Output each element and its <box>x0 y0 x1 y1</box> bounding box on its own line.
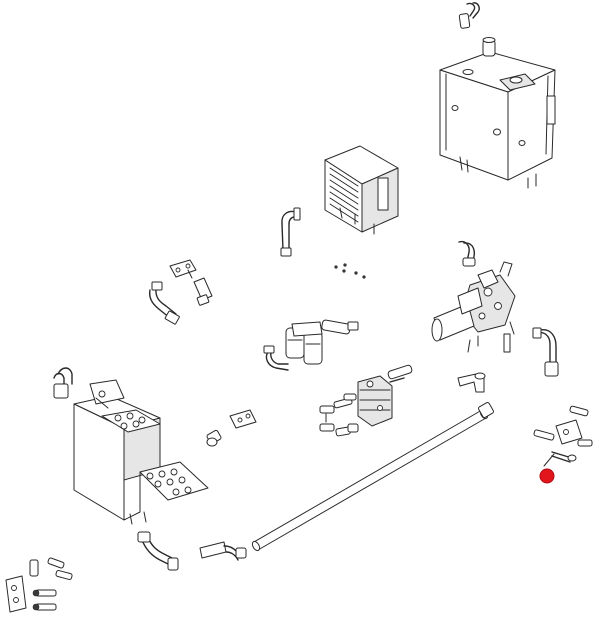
hose-bottom-center-icon[interactable] <box>199 541 247 561</box>
elbow-hose-cooler-icon[interactable] <box>280 207 301 257</box>
fuel-tank-with-steps-icon[interactable] <box>73 379 209 525</box>
fitting-block-center-icon[interactable] <box>206 409 257 447</box>
hose-left-tank-icon[interactable] <box>53 367 73 399</box>
small-bolts-icon <box>334 263 366 279</box>
long-pipe-icon[interactable] <box>251 402 494 552</box>
hose-below-tank-icon[interactable] <box>137 531 179 571</box>
hydraulic-tank-icon[interactable] <box>439 37 556 189</box>
fitting-block-left-icon[interactable] <box>148 259 213 325</box>
oil-cooler-icon[interactable] <box>324 145 399 235</box>
fitting-block-icon[interactable] <box>533 405 593 467</box>
step-holes <box>114 412 192 496</box>
oil-filter-icon[interactable] <box>263 319 359 371</box>
valve-fittings-icon[interactable] <box>319 393 359 437</box>
cooler-fins <box>329 167 359 223</box>
hose-pump-top-icon[interactable] <box>458 240 476 267</box>
selected-part-marker-icon[interactable] <box>539 468 555 484</box>
control-valve-icon[interactable] <box>357 364 413 427</box>
hydraulic-pump-icon[interactable] <box>431 261 516 353</box>
elbow-hose-right-icon[interactable] <box>532 327 559 377</box>
elbow-fitting-valve-icon[interactable] <box>457 372 486 393</box>
hose-top-right-icon[interactable] <box>458 2 480 29</box>
fittings-bottom-left-icon[interactable] <box>5 557 73 613</box>
